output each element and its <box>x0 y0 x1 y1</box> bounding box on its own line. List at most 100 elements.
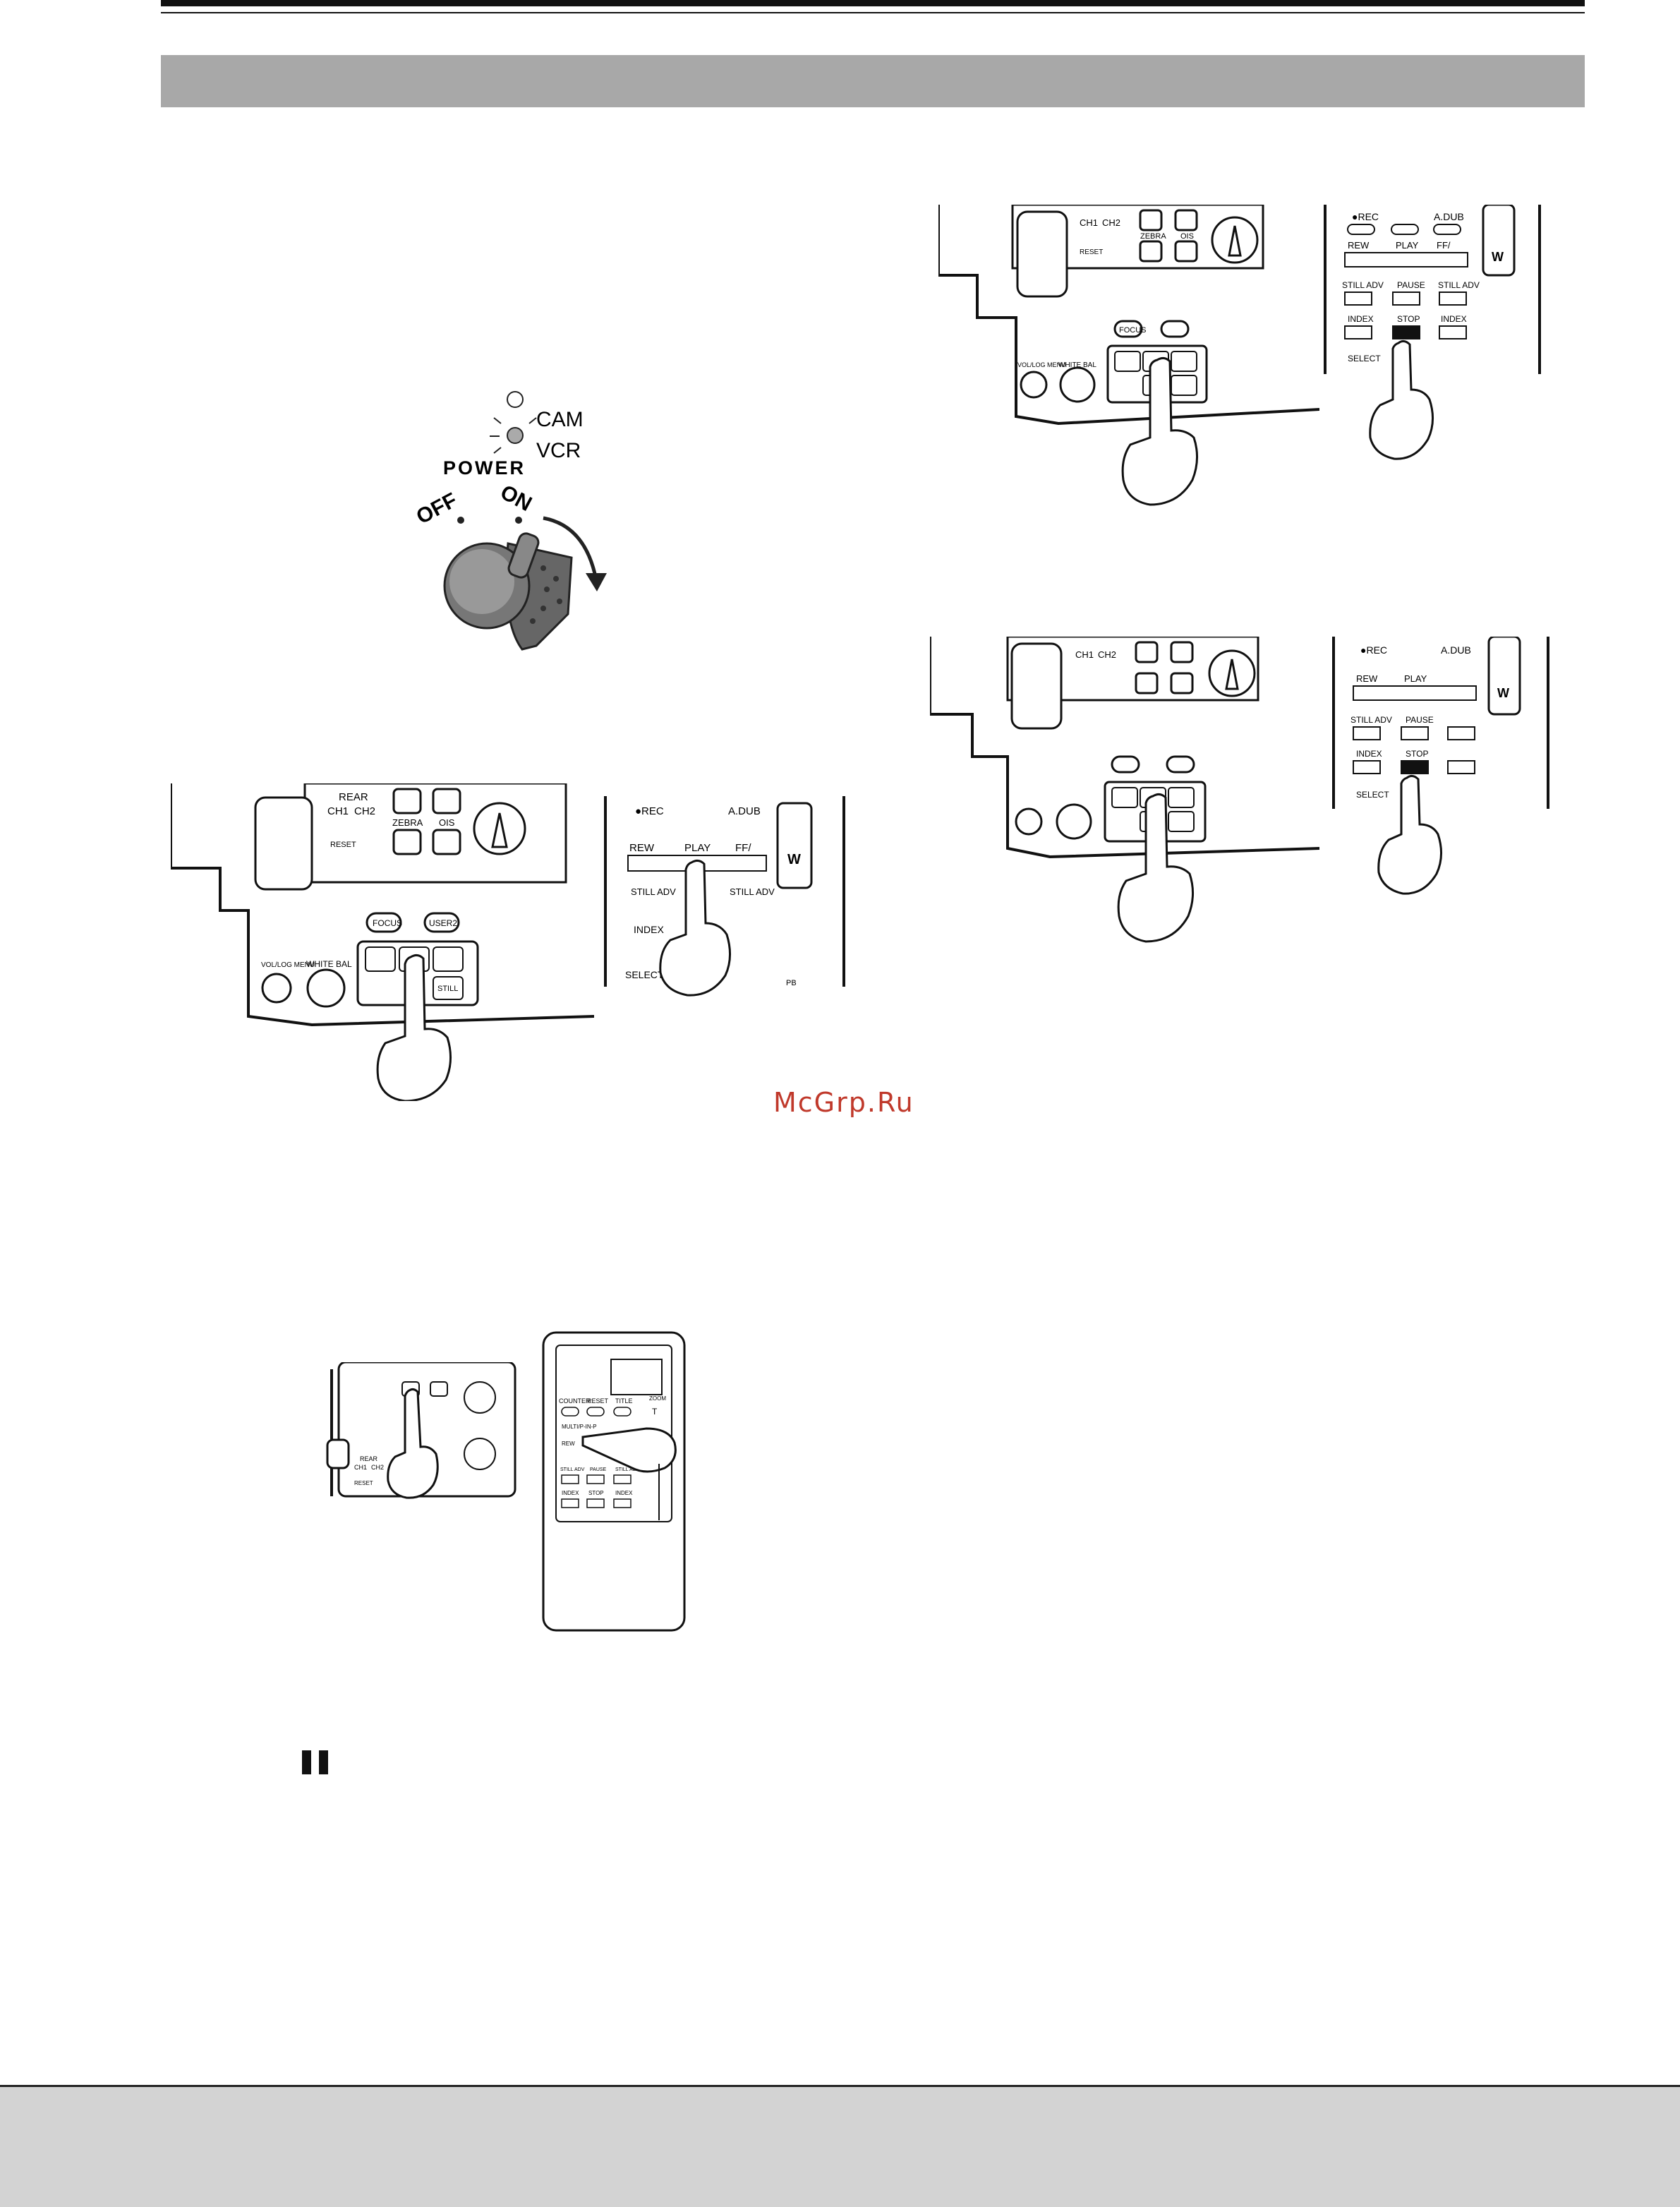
svg-text:REW: REW <box>562 1441 575 1447</box>
svg-text:SELECT: SELECT <box>1348 354 1381 363</box>
svg-text:●REC: ●REC <box>1352 211 1379 222</box>
svg-text:VOL/LOG MENU: VOL/LOG MENU <box>261 961 315 969</box>
svg-text:STILL ADV: STILL ADV <box>615 1467 640 1472</box>
svg-text:PLAY: PLAY <box>1396 240 1419 251</box>
svg-text:W: W <box>1497 686 1509 700</box>
finger-pointer-icon <box>1369 339 1434 460</box>
finger-pointer-icon <box>1117 793 1194 943</box>
svg-text:INDEX: INDEX <box>634 924 664 935</box>
small-remote-figure: COUNTER RESET TITLE ZOOM T MULTI/P-IN-P … <box>540 1330 687 1633</box>
remote-panel-figure-play: W ●REC A.DUB REW PLAY FF/ STILL ADV STIL… <box>601 796 848 1008</box>
svg-text:INDEX: INDEX <box>615 1490 633 1496</box>
svg-text:STILL ADV: STILL ADV <box>631 886 676 897</box>
vcr-label: VCR <box>536 439 581 462</box>
svg-text:INDEX: INDEX <box>1348 314 1374 324</box>
svg-text:ZOOM: ZOOM <box>649 1395 666 1402</box>
svg-text:STILL ADV: STILL ADV <box>1350 715 1392 725</box>
svg-text:STOP: STOP <box>588 1490 604 1496</box>
svg-text:CH2: CH2 <box>371 1464 384 1471</box>
svg-text:ZEBRA: ZEBRA <box>392 817 423 828</box>
svg-text:WHITE BAL: WHITE BAL <box>1058 361 1096 369</box>
svg-text:REW: REW <box>629 842 655 854</box>
svg-text:PLAY: PLAY <box>1404 673 1427 684</box>
svg-text:REAR: REAR <box>360 1455 378 1462</box>
header-rule-thick <box>161 0 1585 6</box>
finger-pointer-icon <box>1377 774 1442 895</box>
svg-text:CH2: CH2 <box>354 805 375 817</box>
svg-text:CH2: CH2 <box>1098 649 1116 660</box>
svg-text:T: T <box>652 1407 658 1417</box>
svg-text:ZEBRA: ZEBRA <box>1140 232 1166 241</box>
svg-text:PAUSE: PAUSE <box>590 1467 607 1472</box>
svg-text:TITLE: TITLE <box>615 1397 633 1405</box>
svg-text:USER2: USER2 <box>429 918 457 928</box>
svg-text:STILL ADV: STILL ADV <box>560 1467 585 1472</box>
svg-text:STOP: STOP <box>1406 749 1428 759</box>
svg-text:FF/: FF/ <box>735 842 751 854</box>
svg-text:MULTI/P-IN-P: MULTI/P-IN-P <box>562 1424 597 1430</box>
svg-text:CH1: CH1 <box>1075 649 1094 660</box>
svg-text:A.DUB: A.DUB <box>1434 211 1464 222</box>
svg-text:STILL ADV: STILL ADV <box>730 886 775 897</box>
svg-text:INDEX: INDEX <box>562 1490 579 1496</box>
svg-text:RESET: RESET <box>587 1397 609 1405</box>
header-rule-thin <box>161 12 1585 13</box>
remote-panel-figure-top: W ●REC A.DUB REW PLAY FF/ STILL ADV PAUS… <box>1319 205 1545 473</box>
svg-text:PAUSE: PAUSE <box>1406 715 1434 725</box>
svg-text:SELECT: SELECT <box>1356 790 1389 800</box>
svg-text:REAR: REAR <box>339 791 368 803</box>
svg-text:OIS: OIS <box>1180 232 1194 241</box>
watermark-text: McGrp.Ru <box>773 1087 914 1118</box>
svg-text:SELECT: SELECT <box>625 969 664 980</box>
svg-text:REW: REW <box>1356 673 1378 684</box>
svg-text:STILL: STILL <box>437 985 458 993</box>
svg-text:COUNTER: COUNTER <box>559 1397 591 1405</box>
svg-text:CH1: CH1 <box>327 805 349 817</box>
svg-text:CH1: CH1 <box>354 1464 367 1471</box>
finger-pointer-icon <box>659 859 731 997</box>
svg-text:STOP: STOP <box>1397 314 1420 324</box>
ch-label: CH1 <box>1080 217 1098 228</box>
finger-pointer-icon <box>387 1388 439 1499</box>
power-switch-figure: CAM VCR POWER OFF ON <box>395 381 621 656</box>
camera-panel-figure-play: REAR CH1 CH2 ZEBRA OIS RESET FOCUS USER2… <box>171 783 594 1101</box>
arrow-icon <box>586 573 607 591</box>
svg-text:VOL/LOG MENU: VOL/LOG MENU <box>1017 361 1066 368</box>
svg-text:REW: REW <box>1348 240 1370 251</box>
camera-panel-figure-middle: CH1 CH2 <box>930 637 1319 947</box>
svg-text:●REC: ●REC <box>1360 644 1387 656</box>
remote-panel-figure-middle: W ●REC A.DUB REW PLAY STILL ADV PAUSE IN… <box>1328 637 1554 905</box>
camera-panel-figure-top: CH1 CH2 ZEBRA OIS RESET FOCUS VOL/LOG ME… <box>938 205 1319 508</box>
footer-band <box>0 2085 1680 2207</box>
section-title-band <box>161 55 1585 107</box>
svg-text:●REC: ●REC <box>635 805 664 817</box>
finger-pointer-icon <box>581 1427 677 1473</box>
small-camera-panel-figure: REAR CH1 CH2 RESET <box>318 1362 536 1503</box>
svg-text:RESET: RESET <box>354 1480 373 1486</box>
svg-text:PLAY: PLAY <box>684 842 711 854</box>
svg-text:RESET: RESET <box>1080 248 1103 256</box>
svg-text:CH2: CH2 <box>1102 217 1120 228</box>
off-label: OFF <box>413 488 461 529</box>
svg-text:STILL ADV: STILL ADV <box>1342 280 1384 290</box>
svg-text:W: W <box>787 852 801 867</box>
svg-text:FF/: FF/ <box>1437 240 1451 251</box>
svg-text:FOCUS: FOCUS <box>1119 326 1147 335</box>
power-label: POWER <box>443 457 526 479</box>
svg-text:STILL ADV: STILL ADV <box>1438 280 1480 290</box>
svg-text:OIS: OIS <box>439 817 455 828</box>
svg-text:PB: PB <box>786 979 797 987</box>
svg-text:PAUSE: PAUSE <box>1397 280 1425 290</box>
svg-text:A.DUB: A.DUB <box>1441 644 1471 656</box>
svg-text:RESET: RESET <box>330 841 356 849</box>
pause-icon <box>302 1750 330 1774</box>
on-label: ON <box>497 481 536 516</box>
svg-text:W: W <box>1492 250 1504 264</box>
svg-text:INDEX: INDEX <box>1441 314 1467 324</box>
svg-text:WHITE BAL: WHITE BAL <box>306 959 352 969</box>
svg-text:INDEX: INDEX <box>1356 749 1382 759</box>
finger-pointer-icon <box>1121 356 1198 506</box>
finger-pointer-icon <box>376 954 452 1101</box>
svg-text:FOCUS: FOCUS <box>373 918 402 928</box>
cam-label: CAM <box>536 408 584 431</box>
